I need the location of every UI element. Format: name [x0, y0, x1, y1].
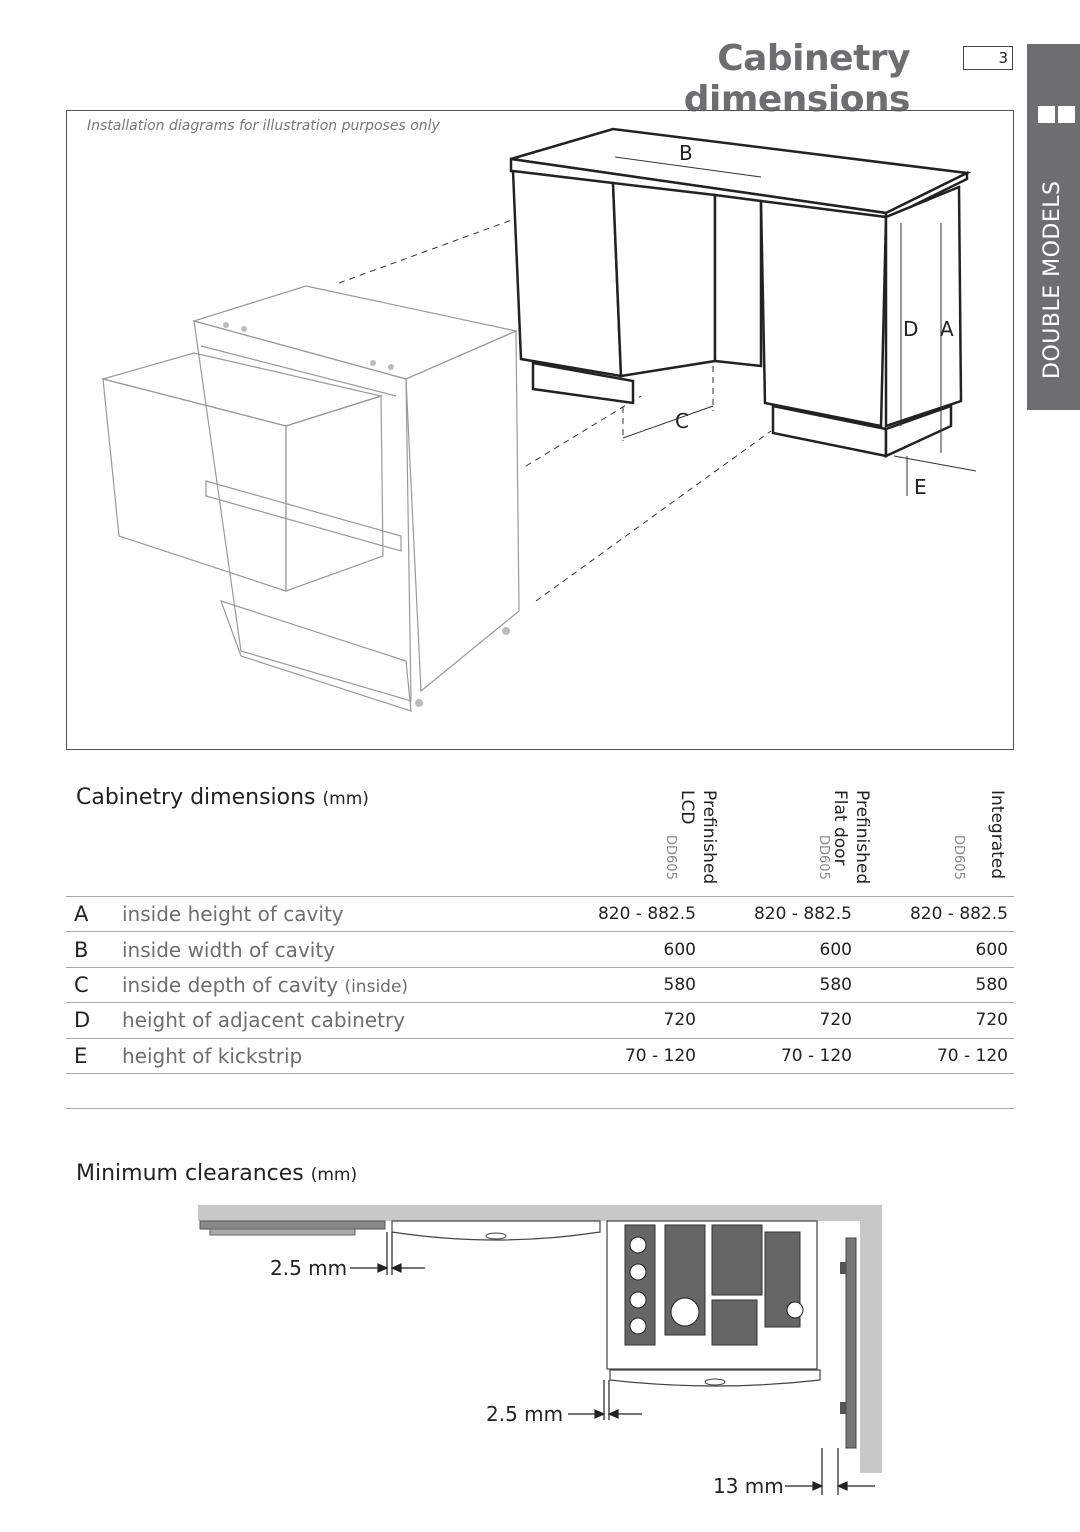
clearances-title: Minimum clearances: [76, 1161, 304, 1186]
square-icon: [1038, 106, 1055, 123]
table-row: E height of kickstrip 70 - 120 70 - 120 …: [66, 1038, 1014, 1074]
table-row: A inside height of cavity 820 - 882.5 82…: [66, 896, 1014, 932]
column-line1: Integrated: [987, 790, 1007, 880]
column-header-integrated: Integrated DD605: [948, 790, 1008, 888]
row-value: 820 - 882.5: [753, 904, 852, 925]
row-value: 580: [819, 974, 852, 995]
row-value: 600: [663, 939, 696, 960]
column-line2: LCD: [677, 790, 697, 825]
row-value: 600: [975, 939, 1008, 960]
row-description: inside depth of cavity (inside): [122, 972, 409, 997]
column-model: DD605: [663, 835, 678, 880]
clearances-unit: (mm): [310, 1165, 358, 1185]
row-description: inside width of cavity: [122, 937, 336, 962]
side-tab-label: DOUBLE MODELS: [1040, 180, 1065, 379]
page-title: Cabinetry dimensions: [683, 38, 911, 120]
row-value: 600: [819, 939, 852, 960]
table-row: C inside depth of cavity (inside) 580 58…: [66, 967, 1014, 1002]
row-description: height of adjacent cabinetry: [122, 1008, 406, 1033]
cabinet-illustration: [100, 127, 977, 712]
row-value: 70 - 120: [936, 1045, 1008, 1066]
row-letter: C: [74, 972, 89, 997]
dimensions-title: Cabinetry dimensions: [76, 785, 316, 810]
dimension-label-d: D: [903, 317, 919, 341]
dimensions-table: A inside height of cavity 820 - 882.5 82…: [66, 896, 1014, 1074]
table-row: B inside width of cavity 600 600 600: [66, 931, 1014, 967]
square-icon: [1058, 106, 1075, 123]
row-value: 720: [975, 1010, 1008, 1031]
row-value: 580: [663, 974, 696, 995]
page-number: 3: [963, 46, 1013, 70]
row-description: height of kickstrip: [122, 1043, 303, 1068]
column-header-lcd: Prefinished LCD DD605: [660, 790, 720, 888]
clearance-illustration: [198, 1205, 882, 1495]
clearance-label-middle: 2.5 mm: [486, 1402, 564, 1426]
row-letter: E: [74, 1043, 88, 1068]
row-value: 580: [975, 974, 1008, 995]
row-description-sub: (inside): [344, 976, 409, 997]
section-divider: [66, 1108, 1014, 1109]
side-tab: DOUBLE MODELS: [1027, 44, 1080, 410]
dimension-label-b: B: [679, 141, 693, 165]
dimensions-unit: (mm): [322, 789, 369, 809]
column-model: DD605: [816, 835, 831, 880]
row-value: 820 - 882.5: [909, 904, 1008, 925]
installation-diagram: Installation diagrams for illustration p…: [66, 110, 1014, 750]
column-line1: Prefinished: [699, 790, 719, 885]
dimension-label-c: C: [675, 409, 689, 433]
diagram-caption: Installation diagrams for illustration p…: [87, 118, 440, 134]
dimension-label-e: E: [914, 475, 927, 499]
row-letter: A: [74, 902, 89, 927]
row-value: 820 - 882.5: [597, 904, 696, 925]
clearance-label-bottom: 13 mm: [713, 1474, 784, 1498]
column-model: DD605: [951, 835, 966, 880]
row-value: 70 - 120: [780, 1045, 852, 1066]
row-letter: B: [74, 937, 89, 962]
row-letter: D: [74, 1008, 91, 1033]
clearance-label-top: 2.5 mm: [270, 1256, 348, 1280]
table-row: D height of adjacent cabinetry 720 720 7…: [66, 1002, 1014, 1038]
dimension-label-a: A: [940, 317, 954, 341]
row-value: 70 - 120: [624, 1045, 696, 1066]
dimensions-heading: Cabinetry dimensions (mm): [76, 785, 369, 810]
clearances-heading: Minimum clearances (mm): [76, 1161, 357, 1186]
row-description: inside height of cavity: [122, 902, 344, 927]
row-value: 720: [819, 1010, 852, 1031]
column-header-flat-door: Prefinished Flat door DD605: [813, 790, 873, 888]
row-value: 720: [663, 1010, 696, 1031]
column-line1: Prefinished: [852, 790, 872, 885]
